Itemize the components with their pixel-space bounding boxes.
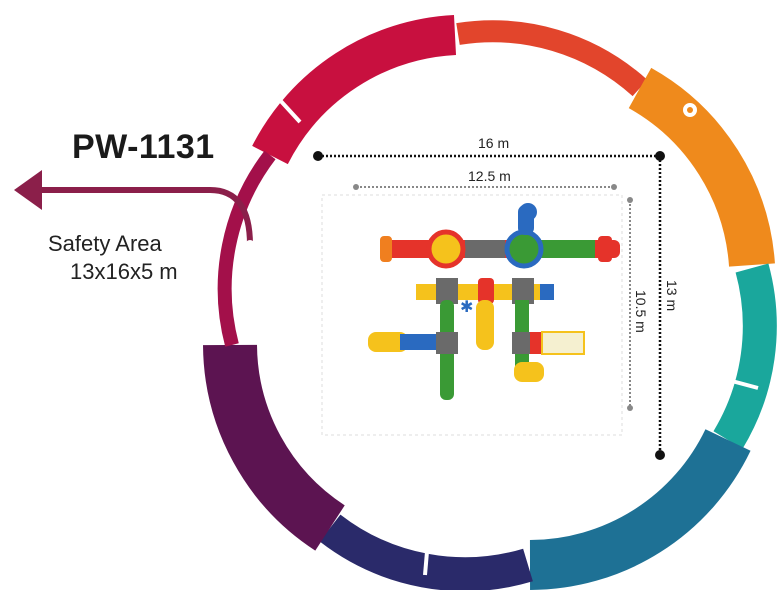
arrow-connector	[40, 187, 253, 246]
ring-segment-magenta	[217, 150, 276, 347]
safety-area-value: 13x16x5 m	[70, 259, 178, 284]
color-ring	[203, 15, 777, 590]
ring-segment-red-orange	[456, 20, 648, 97]
safety-area-label: Safety Area	[48, 231, 162, 256]
dimension-inner-width	[353, 184, 617, 190]
ring-gap	[423, 539, 430, 576]
svg-text:✱: ✱	[460, 297, 473, 316]
ring-gap	[727, 378, 759, 390]
inner-width-label: 12.5 m	[468, 168, 511, 184]
ring-gap	[276, 96, 302, 124]
arrow-left-icon	[14, 170, 42, 210]
ring-segment-teal	[713, 263, 777, 449]
inner-depth-label: 10.5 m	[633, 290, 649, 333]
ring-segment-blue	[529, 428, 751, 590]
safety-area-outline	[321, 194, 623, 436]
dimension-outer-width	[313, 151, 665, 161]
ring-segment-red	[252, 15, 457, 165]
dimension-outer-depth	[655, 156, 665, 460]
playground-model: ✱	[368, 203, 620, 400]
outer-depth-label: 13 m	[664, 280, 680, 311]
safety-area-info: Safety Area 13x16x5 m	[48, 230, 178, 286]
product-code-title: PW-1131	[72, 128, 215, 166]
ring-segment-orange	[628, 67, 775, 267]
ring-segment-plum	[203, 344, 346, 551]
dimension-inner-depth	[627, 197, 633, 411]
outer-width-label: 16 m	[478, 135, 509, 151]
